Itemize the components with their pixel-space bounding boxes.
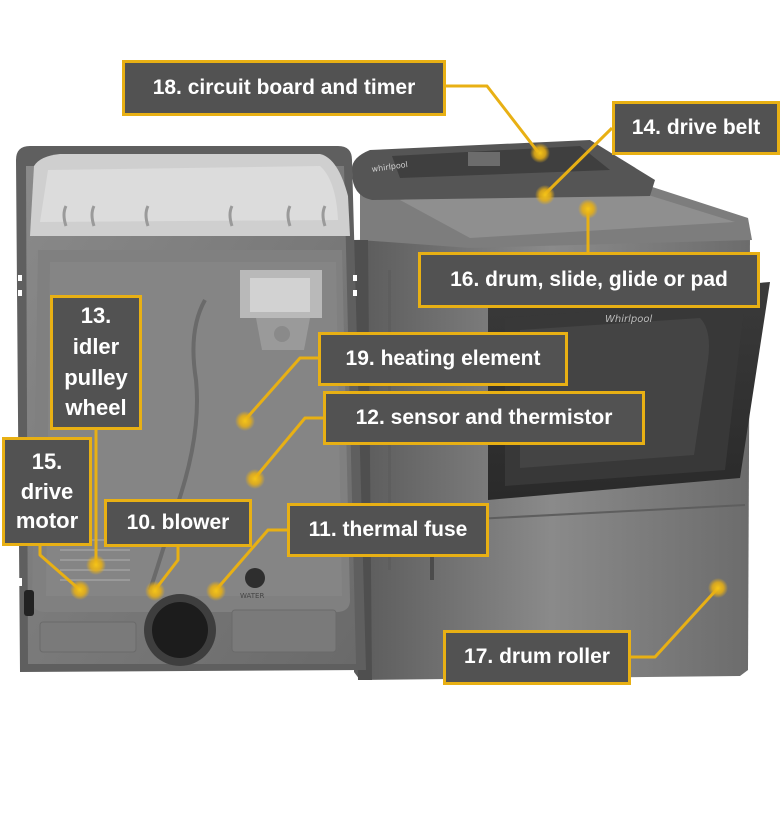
label-drum-slide: 16. drum, slide, glide or pad	[418, 252, 760, 308]
leader-drum-roller	[620, 586, 720, 659]
label-heating-element: 19. heating element	[318, 332, 568, 386]
leader-lines	[38, 84, 720, 659]
marker-idler-pulley	[86, 555, 106, 575]
label-sensor: 12. sensor and thermistor	[323, 391, 645, 445]
leader-blower	[153, 546, 180, 591]
label-drum-roller: 17. drum roller	[443, 630, 631, 685]
water-inlet	[245, 568, 265, 588]
marker-sensor	[245, 469, 265, 489]
control-display	[468, 152, 500, 166]
label-drive-belt: 14. drive belt	[612, 101, 780, 155]
marker-drive-belt	[535, 185, 555, 205]
marker-blower	[145, 581, 165, 601]
label-drive-motor: 15. drive motor	[2, 437, 92, 546]
label-idler-pulley: 13. idler pulley wheel	[50, 295, 142, 430]
marker-drum-slide	[578, 199, 598, 219]
label-circuit-board: 18. circuit board and timer	[122, 60, 446, 116]
leader-circuit-board	[444, 84, 540, 153]
leader-sensor	[253, 416, 323, 479]
marker-thermal-fuse	[206, 581, 226, 601]
marker-drive-motor	[70, 580, 90, 600]
leader-drive-motor	[38, 546, 81, 592]
door-brand-text: Whirlpool	[605, 314, 652, 325]
label-thermal-fuse: 11. thermal fuse	[287, 503, 489, 557]
water-inlet-label: WATER	[240, 592, 264, 600]
label-blower: 10. blower	[104, 499, 252, 547]
marker-drum-roller	[708, 578, 728, 598]
leader-heating-element	[243, 356, 318, 421]
marker-heating-element	[235, 411, 255, 431]
marker-circuit-board	[530, 143, 550, 163]
leader-thermal-fuse	[214, 528, 287, 591]
leader-drive-belt	[543, 126, 614, 196]
part-markers	[70, 143, 728, 601]
